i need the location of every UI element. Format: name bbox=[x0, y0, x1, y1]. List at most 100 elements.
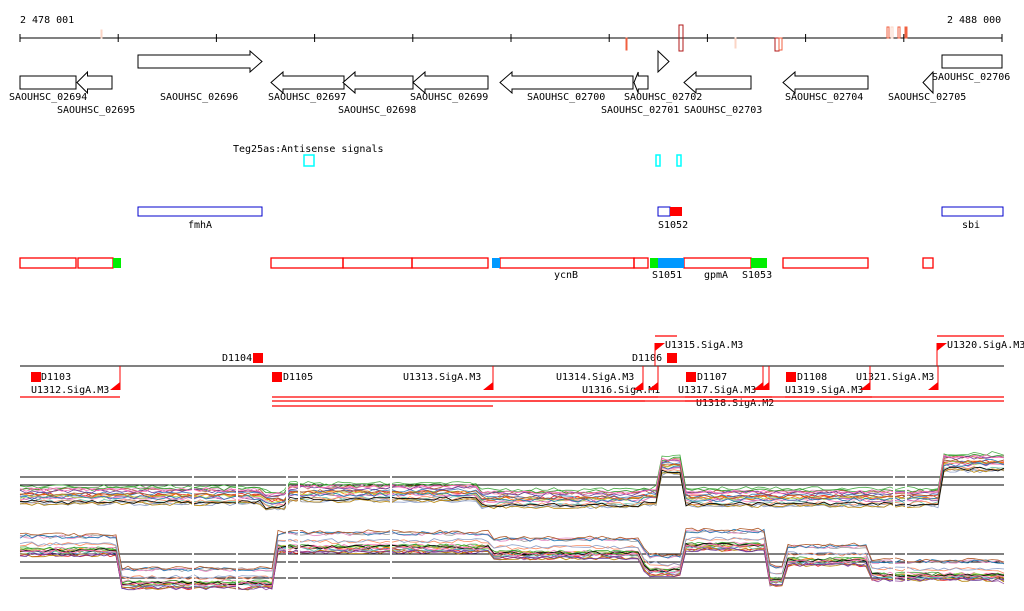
signal-mark bbox=[890, 26, 894, 39]
operon-segment[interactable] bbox=[492, 258, 500, 268]
data-gap bbox=[286, 470, 288, 590]
gene-saouhsc_02694[interactable]: SAOUHSC_02694 bbox=[9, 75, 87, 103]
sigma-site-marker[interactable] bbox=[483, 382, 493, 390]
gene-arrow[interactable] bbox=[76, 70, 113, 95]
gene-label: SAOUHSC_02706 bbox=[932, 72, 1010, 83]
sigma-site-marker[interactable] bbox=[648, 382, 658, 390]
sigma-site-marker[interactable] bbox=[633, 382, 643, 390]
promoter-box[interactable] bbox=[31, 372, 41, 382]
promoter-box[interactable] bbox=[686, 372, 696, 382]
gene-box[interactable] bbox=[19, 75, 77, 90]
expression-profile-line bbox=[19, 466, 1005, 509]
expression-profile-line bbox=[19, 542, 1005, 586]
promoter-label: U1316.SigA.M1 bbox=[582, 385, 660, 396]
operon-box[interactable] bbox=[411, 257, 489, 269]
operon-box[interactable] bbox=[922, 257, 934, 269]
operon-segment[interactable] bbox=[113, 258, 121, 268]
operon-segment[interactable] bbox=[658, 258, 684, 268]
expression-profile-line bbox=[19, 536, 1005, 579]
operon-box[interactable] bbox=[19, 257, 77, 269]
gene-arrow[interactable] bbox=[270, 70, 345, 95]
gene-saouhsc_02702[interactable]: SAOUHSC_02702 bbox=[624, 49, 702, 103]
gene-arrow[interactable] bbox=[782, 70, 869, 95]
antisense-signal-track[interactable] bbox=[303, 154, 682, 167]
gene-arrow[interactable] bbox=[657, 49, 670, 74]
sigma-site-marker[interactable] bbox=[937, 343, 947, 351]
signal-mark bbox=[778, 37, 783, 51]
promoter-box[interactable] bbox=[272, 372, 282, 382]
gene-label: SAOUHSC_02697 bbox=[268, 92, 346, 103]
gene-saouhsc_02696[interactable]: SAOUHSC_02696 bbox=[137, 49, 263, 103]
gene-label: SAOUHSC_02699 bbox=[410, 92, 488, 103]
gene-sbi-box[interactable] bbox=[941, 206, 1004, 217]
gene-label: SAOUHSC_02696 bbox=[160, 92, 238, 103]
operon-segment[interactable] bbox=[650, 258, 658, 268]
operon-box[interactable] bbox=[77, 257, 114, 269]
gene-saouhsc_02699[interactable]: SAOUHSC_02699 bbox=[410, 70, 489, 103]
expression-profile-line bbox=[19, 459, 1005, 502]
data-gap bbox=[905, 470, 907, 590]
gene-saouhsc_02706[interactable]: SAOUHSC_02706 bbox=[932, 54, 1010, 83]
gene-arrow[interactable] bbox=[633, 71, 649, 94]
gene-arrow[interactable] bbox=[922, 70, 934, 95]
operon-box[interactable] bbox=[499, 257, 635, 269]
gene-s1052-fill[interactable] bbox=[670, 207, 682, 216]
gene-arrow[interactable] bbox=[342, 70, 414, 95]
gene-saouhsc_02700[interactable]: SAOUHSC_02700 bbox=[499, 70, 634, 103]
gene-arrow[interactable] bbox=[499, 70, 634, 95]
antisense-signal[interactable] bbox=[303, 154, 315, 167]
gene-saouhsc_02701[interactable]: SAOUHSC_02701 bbox=[601, 71, 679, 116]
sigma-site-marker[interactable] bbox=[110, 382, 120, 390]
expression-profile-line bbox=[19, 545, 1005, 588]
operon-box[interactable] bbox=[342, 257, 413, 269]
gene-name-label: fmhA bbox=[188, 220, 212, 231]
operon-segment[interactable] bbox=[751, 258, 767, 268]
antisense-signal[interactable] bbox=[676, 154, 682, 167]
gene-saouhsc_02704[interactable]: SAOUHSC_02704 bbox=[782, 70, 869, 103]
expression-profile-line bbox=[19, 547, 1005, 591]
operon-box[interactable] bbox=[633, 257, 649, 269]
sigma-site-marker[interactable] bbox=[753, 382, 763, 390]
gene-s1052-box[interactable] bbox=[657, 206, 671, 217]
expression-profile-line bbox=[19, 547, 1005, 591]
data-gap bbox=[893, 470, 895, 590]
data-gap bbox=[298, 470, 300, 590]
data-gap bbox=[192, 470, 194, 590]
gene-fmha-box[interactable] bbox=[137, 206, 263, 217]
gene-label: SAOUHSC_02698 bbox=[338, 105, 416, 116]
operon-box[interactable] bbox=[683, 257, 752, 269]
promoter-box[interactable] bbox=[667, 353, 677, 363]
gene-saouhsc_02695[interactable]: SAOUHSC_02695 bbox=[57, 70, 135, 116]
operon-label: ycnB bbox=[554, 270, 578, 281]
gene-saouhsc_02705[interactable]: SAOUHSC_02705 bbox=[888, 70, 966, 103]
antisense-signal[interactable] bbox=[655, 154, 661, 167]
coordinate-ruler bbox=[19, 24, 1003, 52]
operon-box[interactable] bbox=[782, 257, 869, 269]
promoter-label: U1320.SigA.M3 bbox=[947, 340, 1024, 351]
gene-box[interactable] bbox=[941, 54, 1003, 69]
gene-arrow[interactable] bbox=[683, 70, 752, 95]
expression-profile-line bbox=[19, 451, 1005, 494]
operon-label: gpmA bbox=[704, 270, 728, 281]
expression-profile-track[interactable] bbox=[19, 451, 1005, 591]
gene-saouhsc_02703[interactable]: SAOUHSC_02703 bbox=[683, 70, 762, 116]
promoter-label: D1107 bbox=[697, 372, 727, 383]
expression-profile-line bbox=[19, 543, 1005, 587]
sigma-site-marker[interactable] bbox=[928, 382, 938, 390]
gene-saouhsc_02698[interactable]: SAOUHSC_02698 bbox=[338, 70, 416, 116]
operon-box[interactable] bbox=[270, 257, 344, 269]
promoter-label: U1318.SigA.M2 bbox=[696, 398, 774, 409]
promoter-box[interactable] bbox=[786, 372, 796, 382]
gene-arrow[interactable] bbox=[412, 70, 489, 95]
gene-arrow[interactable] bbox=[137, 49, 263, 74]
sigma-site-marker[interactable] bbox=[860, 382, 870, 390]
sigma-site-marker[interactable] bbox=[655, 343, 665, 351]
promoter-box[interactable] bbox=[253, 353, 263, 363]
gene-saouhsc_02697[interactable]: SAOUHSC_02697 bbox=[268, 70, 346, 103]
gene-label: SAOUHSC_02694 bbox=[9, 92, 87, 103]
